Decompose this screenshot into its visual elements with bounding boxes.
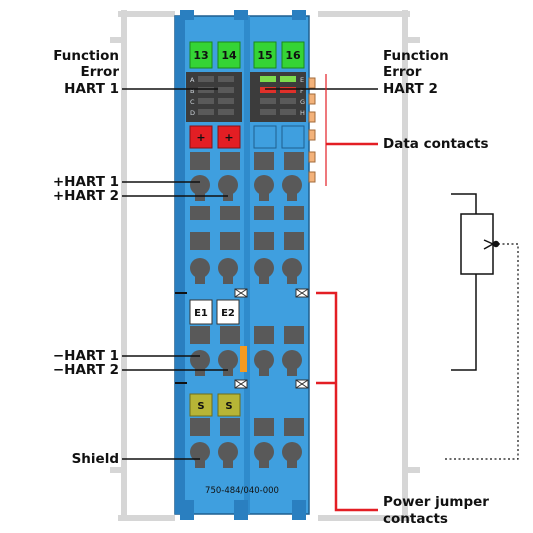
e-markers: E1 E2 bbox=[189, 299, 240, 325]
led-panel-right: E F G H bbox=[250, 72, 306, 122]
din-rail bbox=[110, 10, 420, 521]
s-markers: S S bbox=[189, 393, 241, 417]
label-plus-hart1: +HART 1 bbox=[53, 174, 119, 190]
marker-s-1: S bbox=[197, 401, 204, 412]
led-letter-c: C bbox=[190, 98, 195, 106]
led-letter-f: F bbox=[300, 87, 304, 95]
led-letter-a: A bbox=[190, 76, 195, 84]
label-function-left: Function bbox=[53, 48, 119, 64]
label-shield: Shield bbox=[72, 451, 119, 467]
led-letter-e: E bbox=[300, 76, 304, 84]
label-function-right: Function bbox=[383, 48, 449, 64]
shield-dotted-line bbox=[444, 243, 519, 460]
terminal-markers: 13 14 15 16 bbox=[189, 41, 305, 69]
left-callout-lines bbox=[122, 88, 228, 460]
actuator-slots bbox=[190, 152, 304, 436]
label-power-jumper-line2: contacts bbox=[383, 511, 448, 527]
orange-indicator bbox=[240, 346, 247, 372]
marker-e2: E2 bbox=[221, 308, 235, 319]
label-data-contacts: Data contacts bbox=[383, 136, 489, 152]
circuit-symbol bbox=[451, 193, 500, 371]
led-letter-b: B bbox=[190, 87, 194, 95]
terminal-number-15: 15 bbox=[257, 49, 272, 62]
label-error-right: Error bbox=[383, 64, 422, 80]
label-minus-hart2: −HART 2 bbox=[53, 362, 119, 378]
clamp-openings bbox=[190, 175, 302, 468]
label-plus-hart2: +HART 2 bbox=[53, 188, 119, 204]
led-letter-g: G bbox=[300, 98, 305, 106]
right-callout-lines bbox=[265, 74, 378, 512]
terminal-number-14: 14 bbox=[221, 49, 237, 62]
edge-ticks bbox=[175, 292, 187, 384]
label-error-left: Error bbox=[81, 64, 120, 80]
label-hart2: HART 2 bbox=[383, 81, 438, 97]
blank-markers-right bbox=[253, 125, 305, 149]
marker-s-2: S bbox=[225, 401, 232, 412]
led-panel-left: A B C D bbox=[186, 72, 242, 122]
plus-marker-1: + bbox=[196, 131, 205, 144]
power-jumper-symbols bbox=[234, 288, 309, 389]
plus-markers: + + bbox=[189, 125, 241, 149]
terminal-number-16: 16 bbox=[285, 49, 301, 62]
label-power-jumper-line1: Power jumper bbox=[383, 494, 489, 510]
led-letter-d: D bbox=[190, 109, 195, 117]
terminal-number-13: 13 bbox=[193, 49, 208, 62]
label-minus-hart1: −HART 1 bbox=[53, 348, 119, 364]
part-number: 750-484/040-000 bbox=[205, 486, 279, 496]
label-hart1: HART 1 bbox=[64, 81, 119, 97]
data-contacts bbox=[308, 77, 316, 183]
led-letter-h: H bbox=[300, 109, 305, 117]
marker-e1: E1 bbox=[194, 308, 208, 319]
plus-marker-2: + bbox=[224, 131, 233, 144]
